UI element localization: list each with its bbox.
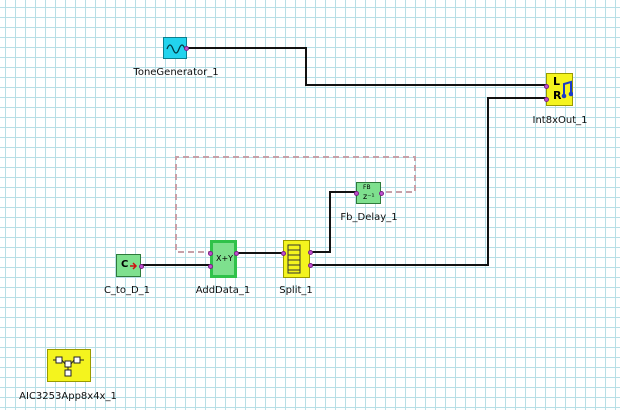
adddata-input-port-1[interactable] <box>208 251 213 256</box>
wire-split-to-fbdelay[interactable] <box>310 191 356 253</box>
constant-icon: C <box>121 259 129 270</box>
adddata-input-port-2[interactable] <box>208 264 213 269</box>
split-input-port[interactable] <box>281 251 286 256</box>
wire-tonegen-to-out-left[interactable] <box>187 47 546 86</box>
aic-label: AIC3253App8x4x_1 <box>19 391 117 402</box>
adddata-label: AddData_1 <box>195 285 251 296</box>
fbdelay-label: Fb_Delay_1 <box>340 212 398 223</box>
split-label: Split_1 <box>279 285 313 296</box>
adddata-block[interactable]: X+Y <box>208 240 239 278</box>
feedback-delay-icon: FB <box>363 184 371 191</box>
delay-glyph: z⁻¹ <box>363 192 375 201</box>
splitter-icon <box>287 244 301 274</box>
fbdelay-input-port[interactable] <box>354 191 359 196</box>
fbdelay-output-port[interactable] <box>379 191 384 196</box>
tonegenerator-block[interactable] <box>163 37 189 59</box>
out-right-port[interactable] <box>544 97 549 102</box>
codec-icon <box>53 356 84 377</box>
sine-wave-icon <box>166 44 186 54</box>
ctod-output-port[interactable] <box>139 264 144 269</box>
int8xout-label: Int8xOut_1 <box>532 115 588 126</box>
ctod-label: C_to_D_1 <box>103 285 151 296</box>
audio-output-icon <box>561 80 573 99</box>
split-output-port-2[interactable] <box>308 263 313 268</box>
tonegen-output-port[interactable] <box>184 46 189 51</box>
arrow-right-icon <box>130 262 138 270</box>
split-output-port-1[interactable] <box>308 250 313 255</box>
out-right-channel: R <box>553 89 562 102</box>
out-left-channel: L <box>553 75 561 88</box>
adddata-output-port[interactable] <box>234 251 239 256</box>
feedback-wire[interactable] <box>175 156 416 253</box>
int8xout-block[interactable]: L R <box>544 73 573 106</box>
adder-icon: X+Y <box>216 254 234 263</box>
wire-split-to-out-right[interactable] <box>310 97 546 266</box>
aic-block[interactable] <box>47 349 91 382</box>
ctod-block[interactable]: C <box>116 254 144 277</box>
fbdelay-block[interactable]: FB z⁻¹ <box>354 182 384 204</box>
tonegenerator-label: ToneGenerator_1 <box>133 67 219 78</box>
out-left-port[interactable] <box>544 84 549 89</box>
split-block[interactable] <box>281 240 313 278</box>
